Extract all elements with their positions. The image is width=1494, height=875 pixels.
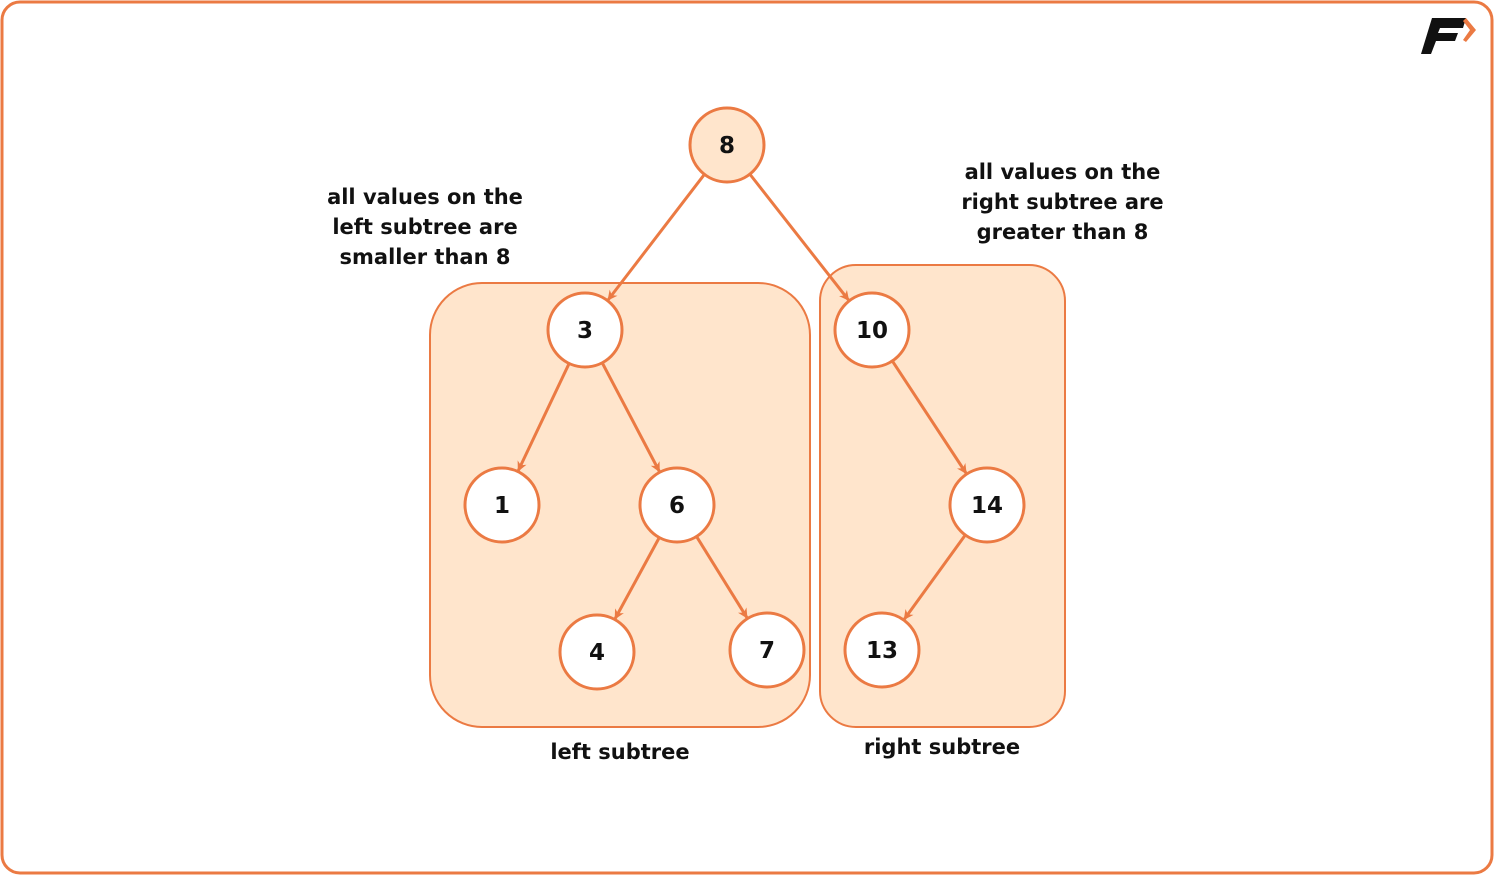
node-value: 7 — [759, 638, 775, 664]
tree-node-7: 7 — [728, 611, 806, 689]
node-circle — [638, 466, 716, 544]
edge-n6-n7 — [695, 535, 749, 619]
tree-node-1: 1 — [463, 466, 541, 544]
node-value: 10 — [856, 318, 888, 344]
left-subtree-caption: left subtree — [550, 740, 690, 764]
tree-node-14: 14 — [948, 466, 1026, 544]
node-value: 8 — [719, 133, 735, 159]
right-subtree-box — [819, 264, 1066, 728]
right-subtree-note: all values on the right subtree are grea… — [961, 160, 1164, 244]
node-value: 6 — [669, 493, 685, 519]
tree-node-6: 6 — [638, 466, 716, 544]
edge-n3-n6 — [600, 362, 661, 473]
tree-node-3: 3 — [546, 291, 624, 369]
node-value: 3 — [577, 318, 593, 344]
left-subtree-note: all values on the left subtree are small… — [327, 185, 523, 269]
node-circle — [558, 613, 636, 691]
edge-n8-n3 — [606, 173, 706, 301]
node-value: 4 — [589, 640, 605, 666]
node-circle — [833, 291, 911, 369]
right-subtree-caption: right subtree — [863, 735, 1021, 759]
edge-n3-n1 — [516, 362, 571, 472]
edge-n6-n4 — [613, 536, 661, 620]
edge-n8-n10 — [748, 173, 850, 302]
edge-n14-n13 — [903, 534, 967, 621]
tree-node-4: 4 — [558, 613, 636, 691]
node-circle — [688, 106, 766, 184]
node-circle — [728, 611, 806, 689]
node-value: 14 — [971, 493, 1003, 519]
tree-node-13: 13 — [843, 611, 921, 689]
tree-node-8: 8 — [688, 106, 766, 184]
node-circle — [843, 611, 921, 689]
edge-n10-n14 — [891, 360, 968, 475]
node-circle — [546, 291, 624, 369]
node-circle — [948, 466, 1026, 544]
node-value: 1 — [494, 493, 510, 519]
logo-icon — [1421, 18, 1476, 54]
node-value: 13 — [866, 638, 898, 664]
node-circle — [463, 466, 541, 544]
tree-node-10: 10 — [833, 291, 911, 369]
